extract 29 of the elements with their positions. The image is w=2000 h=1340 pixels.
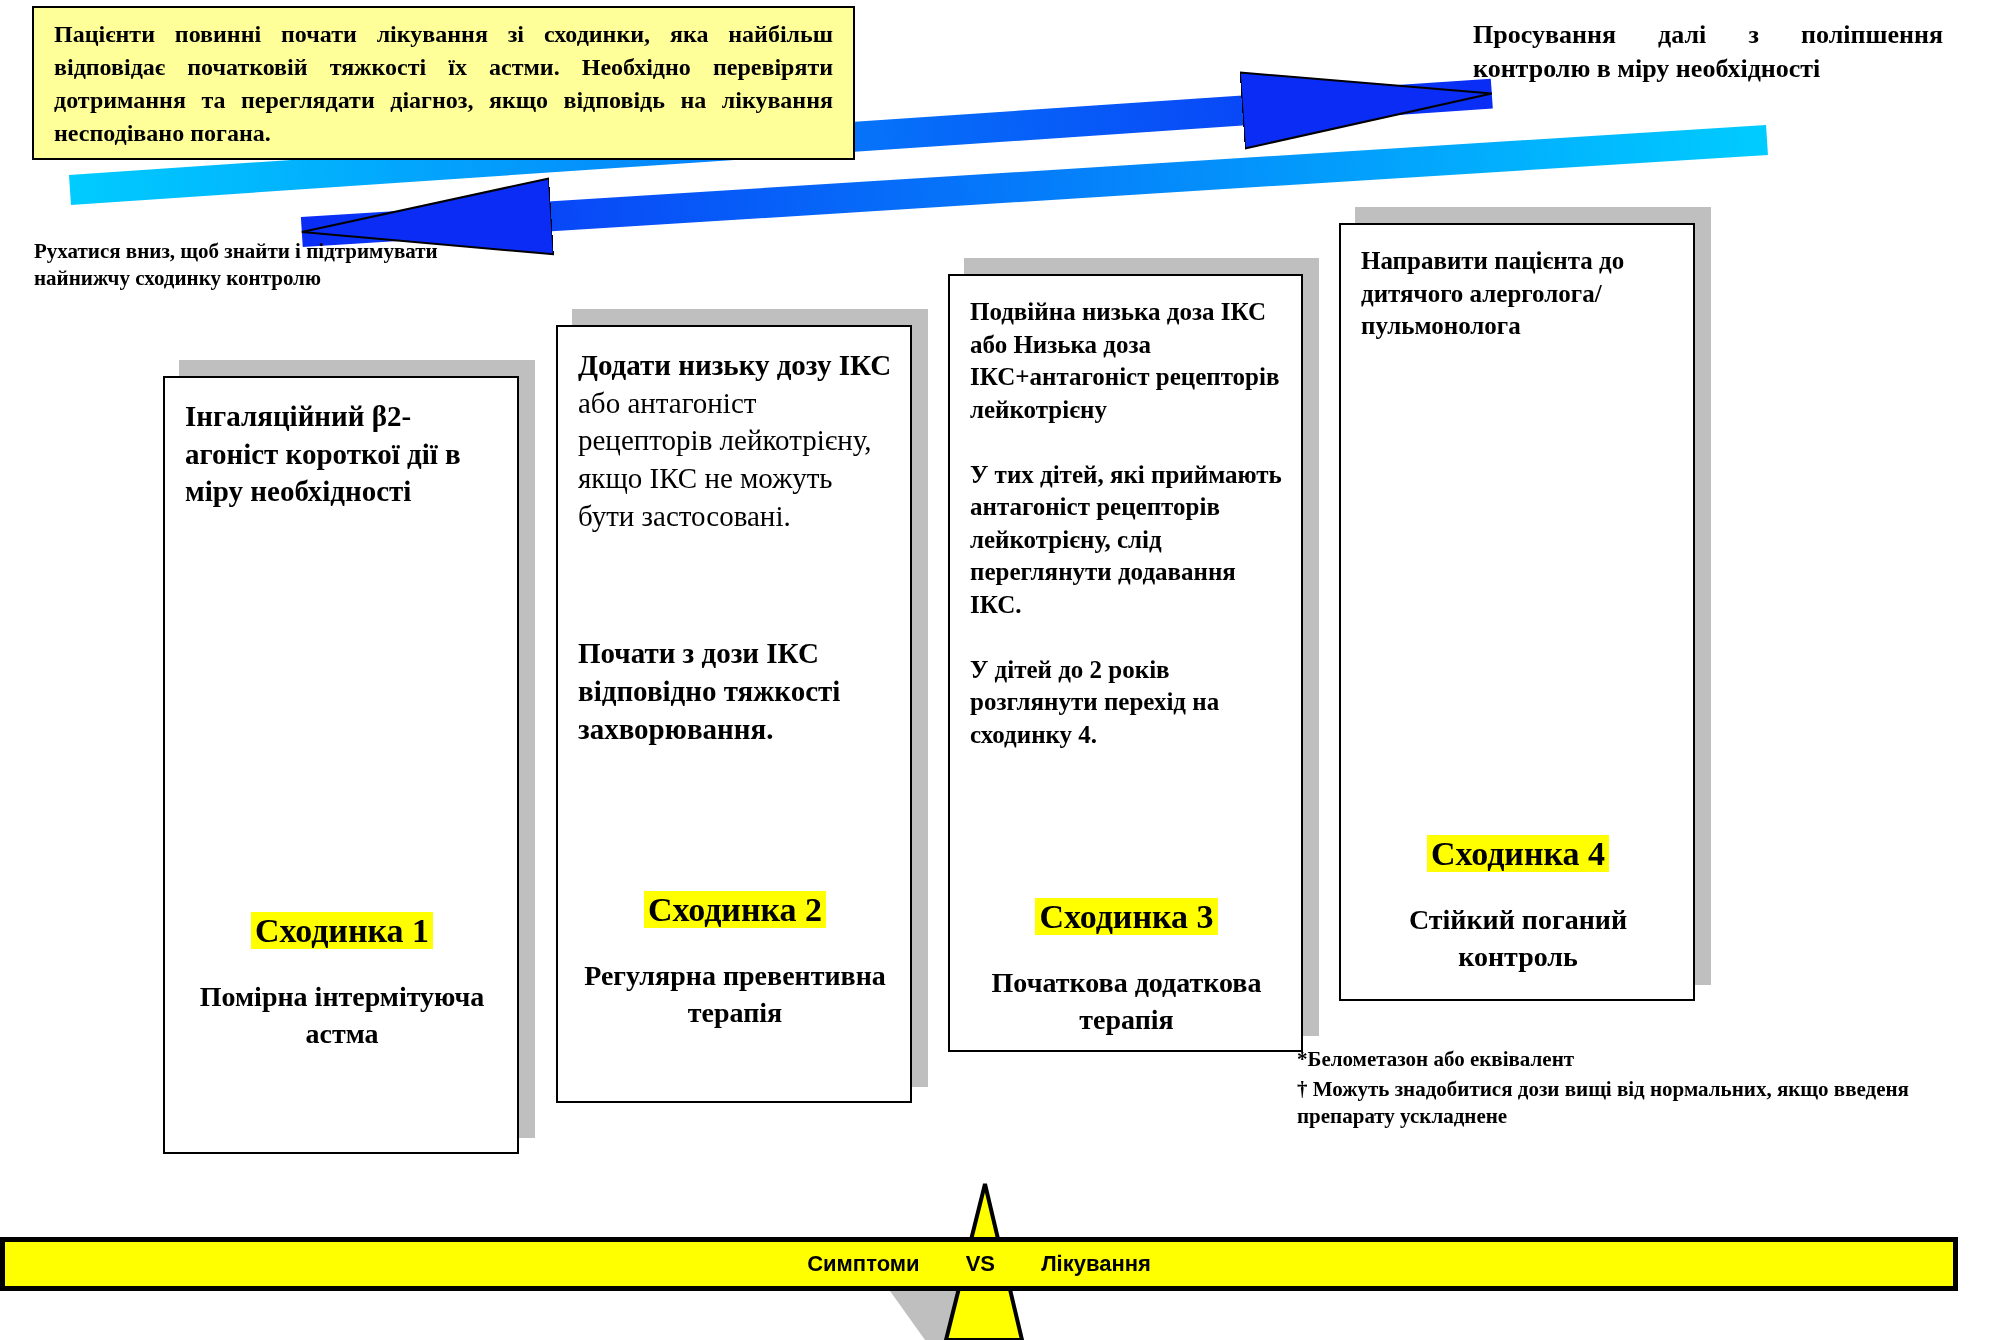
footnote: *Белометазон або еквівалент bbox=[1297, 1046, 1576, 1073]
step-label: Сходинка 2 bbox=[643, 891, 827, 929]
bar-text: Симптоми VS Лікування bbox=[807, 1251, 1151, 1277]
step-label: Сходинка 3 bbox=[1035, 898, 1218, 936]
step-text: Почати з дози ІКС відповідно тяжкості захворювання. bbox=[578, 636, 842, 747]
step-box bbox=[163, 376, 519, 1154]
step-text: Подвійна низька доза ІКС або Низька доза ІКС+антагоніст рецепторів лейкотрієну bbox=[970, 297, 1281, 425]
note-text: Пацієнти повинні почати лікування зі сходинки, яка найбільш відповідає початковій тяжкості їх астми. Необхідно перевіряти дотримання та переглядати діагноз, якщо відповідь на лікування несподівано погана. bbox=[54, 20, 833, 149]
footnote: † Можуть знадобитися дози вищі від нормальних, якщо введеня препарату ускладнене bbox=[1297, 1076, 1910, 1131]
step-box bbox=[1339, 223, 1695, 1001]
note-box bbox=[32, 6, 855, 160]
step-description: Помірна інтермітуюча астма bbox=[198, 980, 486, 1051]
step-description: Початкова додаткова терапія bbox=[990, 966, 1263, 1037]
step-text: Додати низьку дозу ІКС bbox=[578, 348, 892, 383]
step-text: або антагоніст рецепторів лейкотрієну, якщо ІКС не можуть бути застосовані. bbox=[578, 385, 873, 534]
step-description: Стійкий поганий контроль bbox=[1407, 903, 1629, 974]
step-text: Направити пацієнта до дитячого алерголога/ пульмонолога bbox=[1361, 246, 1626, 341]
step-text: У дітей до 2 років розглянути перехід на сходинку 4. bbox=[970, 654, 1221, 750]
step-label: Сходинка 1 bbox=[250, 912, 434, 950]
step-text: У тих дітей, які приймають антагоніст рецепторів лейкотрієну, слід переглянути додавання ІКС. bbox=[970, 459, 1283, 620]
arrow bbox=[69, 71, 1493, 205]
arrow bbox=[300, 125, 1768, 256]
step-box bbox=[948, 274, 1303, 1052]
callout-text: Просування далі з поліпшення контролю в міру необхідності bbox=[1473, 19, 1943, 85]
step-label: Сходинка 4 bbox=[1426, 835, 1610, 873]
step-text: Інгаляційний β2-агоніст короткої дії в міру необхідності bbox=[185, 399, 462, 510]
step-box bbox=[556, 325, 912, 1103]
callout-text: Рухатися вниз, щоб знайти і підтримувати найнижчу сходинку контролю bbox=[34, 238, 439, 293]
step-description: Регулярна превентивна терапія bbox=[583, 959, 887, 1030]
